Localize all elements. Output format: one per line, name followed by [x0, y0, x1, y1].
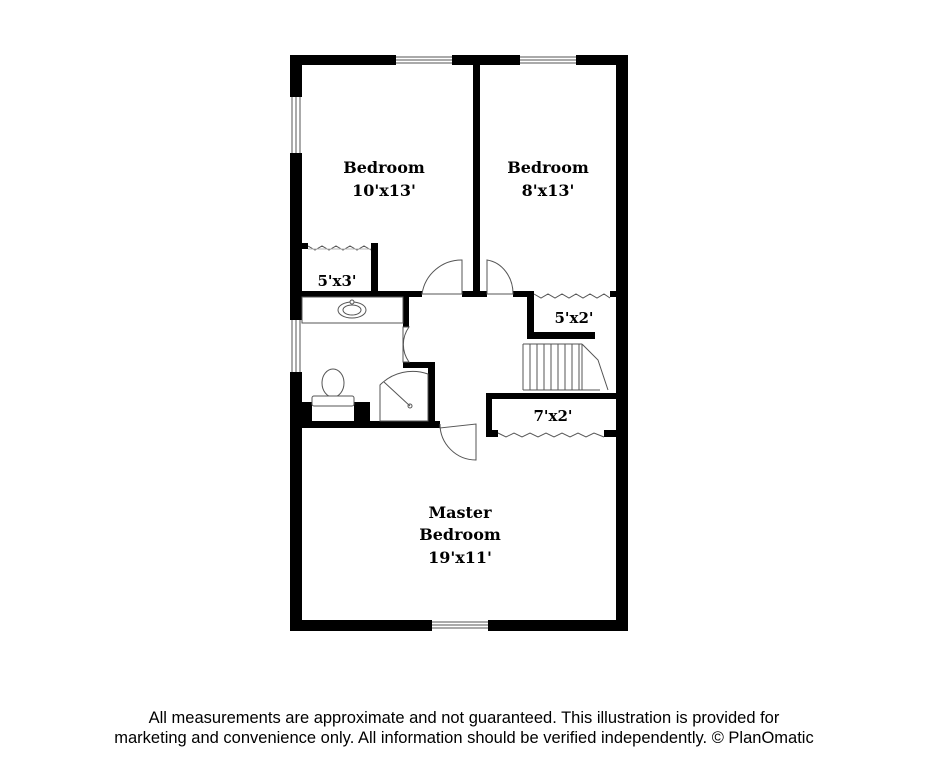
door-master [439, 423, 477, 461]
room-labels: Bedroom 10'x13' Bedroom 8'x13' 5'x3' 5'x… [317, 158, 593, 567]
disclaimer-line-1: All measurements are approximate and not… [148, 709, 780, 727]
master-name-line1: Master [428, 503, 492, 522]
door-bath [402, 326, 410, 363]
master-name-line2: Bedroom [419, 525, 501, 544]
closet-door-hall [497, 432, 605, 438]
shower-icon [379, 370, 429, 422]
exterior-walls [290, 55, 628, 631]
toilet-icon [321, 368, 345, 398]
windows [290, 55, 576, 631]
floor-plan: Bedroom 10'x13' Bedroom 8'x13' 5'x3' 5'x… [290, 55, 628, 631]
closet-door-left [307, 245, 372, 251]
disclaimer-line-2: marketing and convenience only. All info… [114, 729, 814, 747]
window-top-left [396, 55, 452, 65]
window-top-right [520, 55, 576, 65]
window-left-bath [290, 320, 302, 372]
swing-doors [402, 259, 514, 461]
interior-walls [290, 65, 616, 437]
closet-left-size: 5'x3' [317, 272, 356, 290]
disclaimer-text: All measurements are approximate and not… [0, 708, 928, 748]
bedroom-right-size: 8'x13' [522, 181, 575, 200]
closet-hall-size: 7'x2' [533, 407, 572, 425]
door-bedroom-right [486, 259, 514, 295]
closet-door-right [533, 293, 611, 299]
closet-doors [307, 245, 611, 438]
bedroom-right-name: Bedroom [507, 158, 589, 177]
master-size: 19'x11' [428, 548, 492, 567]
bath-fixtures [301, 296, 429, 422]
bedroom-left-name: Bedroom [343, 158, 425, 177]
door-bedroom-left [421, 259, 463, 295]
staircase [522, 343, 609, 391]
window-bottom [432, 620, 488, 631]
window-left-bedroom [290, 97, 302, 153]
bedroom-left-size: 10'x13' [352, 181, 416, 200]
closet-right-size: 5'x2' [554, 309, 593, 327]
